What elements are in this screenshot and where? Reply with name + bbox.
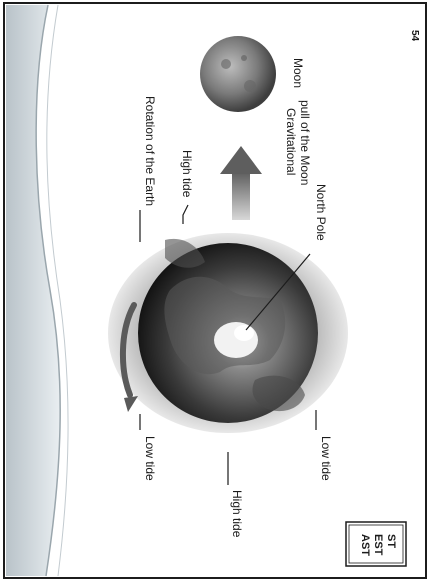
level-badge: ST EST AST (346, 522, 406, 566)
label-low-tide-left: Low tide (143, 436, 157, 481)
label-low-tide-right: Low tide (319, 436, 333, 481)
label-moon: Moon (291, 58, 305, 88)
moon (200, 36, 276, 112)
label-pull-of-the-moon: pull of the Moon (298, 100, 312, 185)
label-rotation-of-the-earth: Rotation of the Earth (143, 96, 157, 206)
label-gravitational: Gravitational (284, 108, 298, 175)
label-high-tide-top: High tide (180, 150, 194, 198)
badge-line-st: ST (385, 534, 397, 548)
north-pole-ice (214, 322, 258, 358)
page-number: 54 (409, 30, 420, 42)
label-high-tide-bottom: High tide (230, 490, 244, 538)
label-north-pole: North Pole (314, 184, 328, 241)
badge-line-est: EST (372, 534, 384, 556)
badge-line-ast: AST (359, 534, 371, 556)
